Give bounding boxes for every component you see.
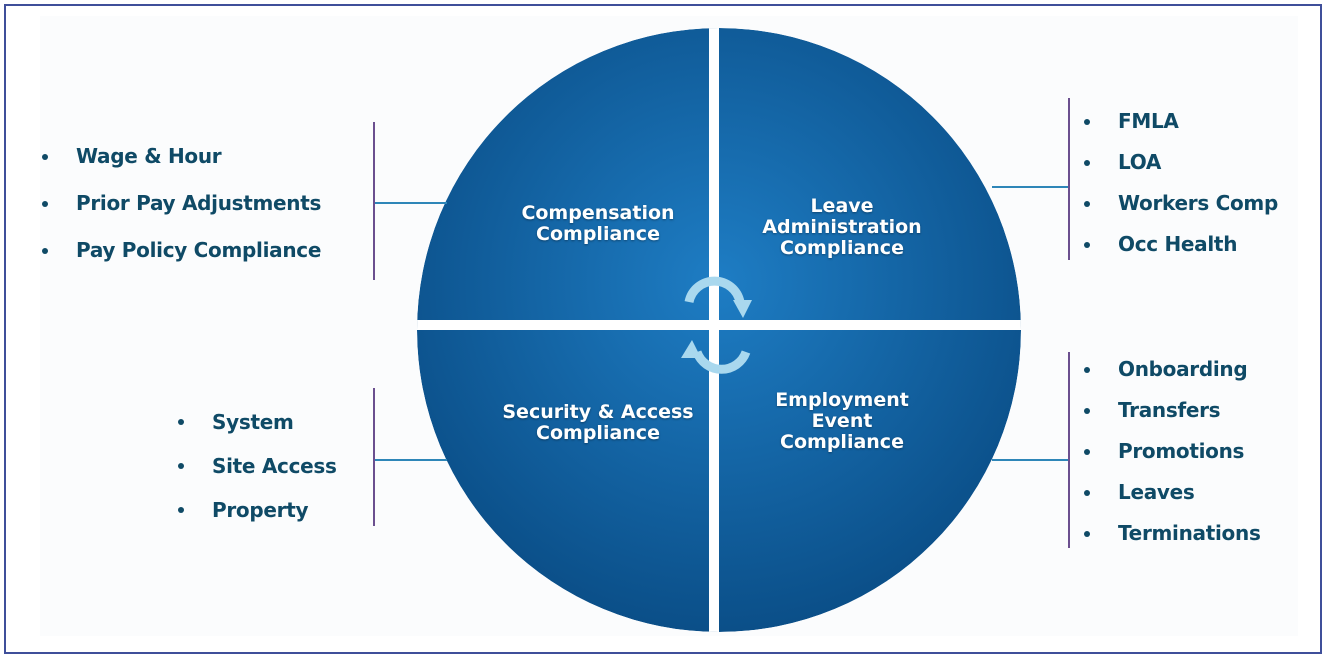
list-item: Wage & Hour bbox=[40, 133, 321, 180]
quadrant-label-line: Compliance bbox=[780, 237, 904, 259]
quadrant-label-line: Security & Access bbox=[502, 401, 694, 423]
list-item: Transfers bbox=[1082, 390, 1261, 431]
quadrant-label-line: Administration bbox=[762, 216, 922, 238]
list-item: Workers Comp bbox=[1082, 183, 1278, 224]
list-item: LOA bbox=[1082, 142, 1278, 183]
list-item: Pay Policy Compliance bbox=[40, 227, 321, 274]
list-item: FMLA bbox=[1082, 101, 1278, 142]
list-item: Property bbox=[176, 488, 337, 532]
bracket-bottom-right bbox=[1068, 352, 1070, 548]
list-item: Onboarding bbox=[1082, 349, 1261, 390]
list-top-left: Wage & Hour Prior Pay Adjustments Pay Po… bbox=[40, 133, 321, 274]
quadrant-compensation-label: Compensation Compliance bbox=[488, 203, 708, 245]
vertical-separator bbox=[709, 28, 719, 632]
list-item: Promotions bbox=[1082, 431, 1261, 472]
connector-top-right bbox=[992, 186, 1068, 188]
list-item: Prior Pay Adjustments bbox=[40, 180, 321, 227]
list-item: Terminations bbox=[1082, 513, 1261, 554]
connector-bottom-left bbox=[375, 459, 447, 461]
quadrant-security-label: Security & Access Compliance bbox=[478, 402, 718, 444]
list-item: Occ Health bbox=[1082, 224, 1278, 265]
connector-bottom-right bbox=[992, 459, 1068, 461]
quadrant-label-line: Compliance bbox=[536, 223, 660, 245]
quadrant-label-line: Compliance bbox=[780, 431, 904, 453]
quadrant-leave-label: Leave Administration Compliance bbox=[732, 196, 952, 259]
bracket-top-right bbox=[1068, 98, 1070, 260]
connector-top-left bbox=[375, 202, 447, 204]
horizontal-separator bbox=[417, 320, 1021, 330]
list-item: Site Access bbox=[176, 444, 337, 488]
quadrant-label-line: Compliance bbox=[536, 422, 660, 444]
quadrant-label-line: Event bbox=[811, 410, 873, 432]
quadrant-employment-label: Employment Event Compliance bbox=[732, 390, 952, 453]
bracket-top-left bbox=[373, 122, 375, 280]
quadrant-label-line: Compensation bbox=[521, 202, 675, 224]
quadrant-label-line: Employment bbox=[775, 389, 909, 411]
quadrant-label-line: Leave bbox=[810, 195, 874, 217]
list-bottom-left: System Site Access Property bbox=[176, 400, 337, 532]
list-bottom-right: Onboarding Transfers Promotions Leaves T… bbox=[1082, 349, 1261, 554]
list-top-right: FMLA LOA Workers Comp Occ Health bbox=[1082, 101, 1278, 265]
cycle-arrows-icon bbox=[681, 276, 752, 374]
list-item: System bbox=[176, 400, 337, 444]
list-item: Leaves bbox=[1082, 472, 1261, 513]
bracket-bottom-left bbox=[373, 388, 375, 526]
